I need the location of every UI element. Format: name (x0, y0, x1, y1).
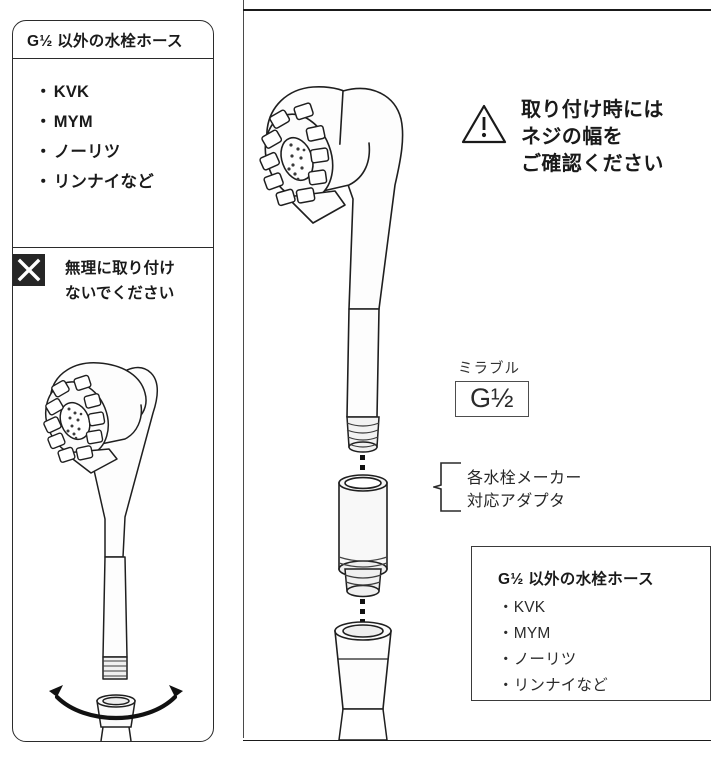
alert-text: 取り付け時には ネジの幅を ご確認ください (521, 97, 664, 178)
left-brand-list: ・KVK ・MYM ・ノーリツ ・リンナイなど (13, 59, 213, 248)
alert-line-3: ご確認ください (521, 153, 664, 175)
x-mark-icon (13, 254, 45, 286)
alert-line-1: 取り付け時には (521, 99, 664, 121)
brand-label: MYM (53, 113, 93, 131)
top-rule (243, 9, 711, 11)
brand-label: ノーリツ (53, 143, 121, 161)
list-item: ・KVK (35, 77, 213, 107)
prohibition-notice: 無理に取り付け ないでください (13, 248, 213, 328)
list-item: ・リンナイなど (35, 167, 213, 197)
callout-bracket-icon (431, 461, 463, 518)
thread-size-badge: G½ (455, 381, 529, 418)
hose-compatibility-box: G½ 以外の水栓ホース ・KVK ・MYM ・ノーリツ ・リンナイなど (471, 546, 711, 701)
list-item: ・KVK (498, 595, 710, 621)
alert-line-2: ネジの幅を (521, 126, 623, 148)
brand-label: リンナイなど (53, 173, 154, 191)
list-item: ・リンナイなど (498, 673, 710, 699)
list-item: ・ノーリツ (35, 137, 213, 167)
list-item: ・MYM (498, 621, 710, 647)
warning-triangle-icon (461, 103, 507, 150)
brand-label: リンナイなど (513, 677, 608, 694)
prohibition-text: 無理に取り付け ないでください (65, 256, 175, 306)
adapter-line-1: 各水栓メーカー (467, 469, 582, 487)
adapter-callout: 各水栓メーカー 対応アダプタ (431, 461, 582, 518)
bullet-glyph: ・ (35, 83, 52, 101)
panel-divider (243, 0, 244, 738)
installation-alert: 取り付け時には ネジの幅を ご確認ください (461, 97, 664, 178)
bullet-glyph: ・ (498, 599, 514, 616)
bullet-glyph: ・ (498, 651, 514, 668)
prohibition-line-2: ないでください (65, 285, 175, 302)
mirable-label: ミラブル (458, 361, 520, 377)
brand-label: MYM (513, 625, 551, 642)
mirable-size-callout: ミラブル G½ (455, 357, 529, 418)
hose-box-title: G½ 以外の水栓ホース (498, 571, 654, 588)
adapter-text: 各水栓メーカー 対応アダプタ (467, 467, 582, 513)
right-panel: 取り付け時には ネジの幅を ご確認ください ミラブル G½ 各水栓メーカー 対応… (243, 9, 720, 741)
prohibition-line-1: 無理に取り付け (65, 260, 175, 277)
left-panel-title: G½ 以外の水栓ホース (27, 32, 183, 50)
list-item: ・MYM (35, 107, 213, 137)
bullet-glyph: ・ (498, 677, 514, 694)
shower-head-twist-illustration (13, 321, 215, 742)
bullet-glyph: ・ (498, 625, 514, 642)
list-item: ・ノーリツ (498, 647, 710, 673)
brand-label: KVK (53, 83, 90, 101)
left-panel: G½ 以外の水栓ホース ・KVK ・MYM ・ノーリツ ・リンナイなど 無理に取… (12, 20, 214, 742)
bullet-glyph: ・ (35, 113, 52, 131)
bullet-glyph: ・ (35, 173, 52, 191)
exploded-assembly-illustration (243, 9, 493, 741)
left-panel-header: G½ 以外の水栓ホース (13, 21, 213, 59)
brand-label: KVK (513, 599, 546, 616)
brand-label: ノーリツ (513, 651, 577, 668)
bottom-rule (243, 740, 711, 741)
bullet-glyph: ・ (35, 143, 52, 161)
adapter-line-2: 対応アダプタ (467, 492, 566, 510)
